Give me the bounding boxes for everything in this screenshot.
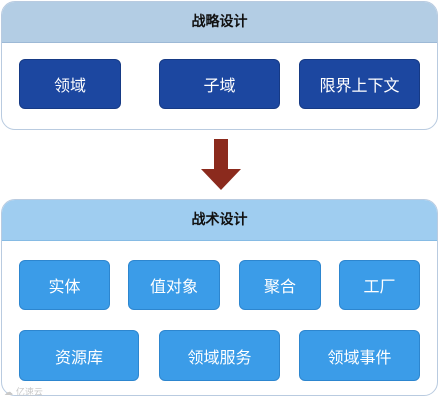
down-arrow-icon [201,139,241,190]
tactical-item-domain-event: 领域事件 [299,330,420,381]
tactical-item-entity: 实体 [19,260,110,310]
watermark: ☁ 亿速云 [4,385,43,398]
tactical-item-domain-service: 领域服务 [159,330,280,381]
tactical-item-label: 领域事件 [327,347,392,367]
strategic-item-domain: 领域 [19,59,121,109]
strategic-item-label: 限界上下文 [319,76,400,95]
tactical-item-value-object: 值对象 [128,260,220,310]
watermark-icon: ☁ [4,388,13,398]
tactical-item-repository: 资源库 [19,330,139,381]
strategic-design-title: 战略设计 [2,2,437,43]
tactical-item-label: 资源库 [54,347,103,367]
strategic-item-bounded-context: 限界上下文 [299,59,420,109]
watermark-text: 亿速云 [15,388,43,398]
tactical-item-aggregate: 聚合 [239,260,321,310]
tactical-item-label: 值对象 [149,277,198,296]
tactical-item-label: 聚合 [263,277,296,296]
tactical-item-label: 工厂 [363,277,396,296]
tactical-design-title: 战术设计 [2,200,437,241]
strategic-item-label: 子域 [203,76,236,95]
tactical-item-factory: 工厂 [339,260,420,310]
tactical-item-label: 领域服务 [187,347,252,367]
tactical-item-label: 实体 [48,277,81,296]
strategic-item-label: 领域 [53,76,86,95]
strategic-item-subdomain: 子域 [159,59,280,109]
